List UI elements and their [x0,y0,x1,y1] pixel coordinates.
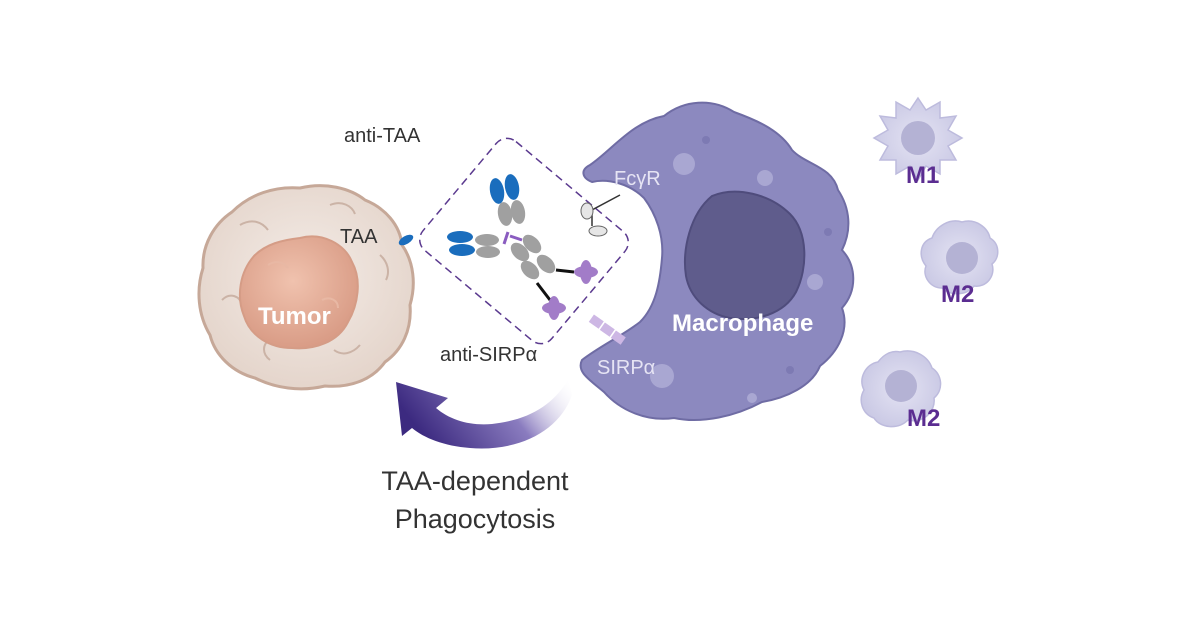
macrophage-label: Macrophage [672,310,813,337]
tumor-cell-icon [197,184,415,391]
fc-receptor-icon [580,194,621,237]
sirpa-receptor-icon [588,314,626,345]
sirpa-binder-right-icon [574,260,598,284]
fcgr-label: FcγR [614,168,661,190]
state-label-m2-upper: M2 [941,281,974,308]
sirpa-binder-bottom-icon [542,296,566,320]
curved-arrow-icon [396,380,572,449]
m2-cell-icon-lower [860,350,942,428]
sirpa-label: SIRPα [597,357,655,379]
anti-taa-label: anti-TAA [344,125,421,147]
m2-cell-icon [920,220,999,295]
state-label-m1: M1 [906,162,939,189]
m1-cell-icon [872,96,964,182]
anti-sirpa-label: anti-SIRPα [440,344,537,366]
bispecific-antibody-icon [418,137,630,345]
tumor-label: Tumor [258,303,331,330]
taa-label: TAA [340,226,378,248]
taa-antigen-icon [398,234,414,246]
macrophage-cell-icon [579,101,855,421]
caption-line-2: Phagocytosis [395,504,556,534]
caption-line-1: TAA-dependent [381,466,569,496]
state-label-m2-lower: M2 [907,405,940,432]
